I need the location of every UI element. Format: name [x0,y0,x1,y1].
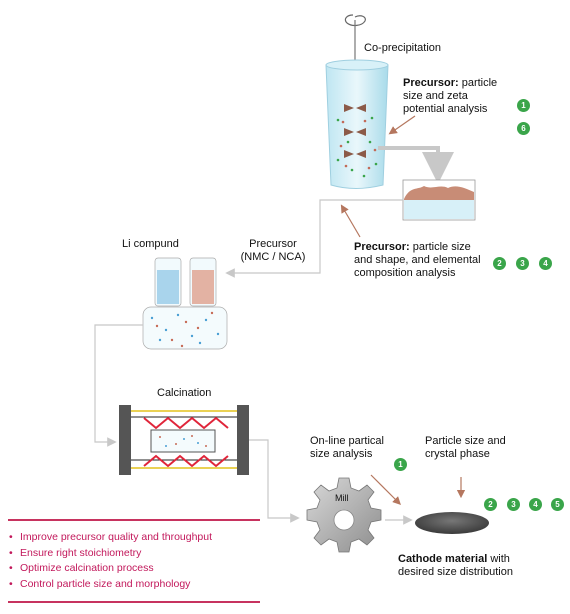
calcination-furnace [119,405,249,475]
badge-final-2: 2 [484,498,497,511]
benefit-item: Control particle size and morphology [9,577,260,593]
arrow-to-settling [378,146,454,184]
mill-label: Mill [335,493,349,503]
badge-mid-3: 3 [516,257,529,270]
mixing-container [142,306,228,350]
pointer-top [388,115,416,135]
particle-text-1: Particle size and [425,435,506,447]
cathode-text-2: desired size distribution [398,566,513,578]
precursor-top-text-3: potential analysis [403,103,488,115]
li-compound-label: Li compund [122,238,179,250]
precursor-nmc-text-1: Precursor [249,238,297,250]
precursor-nmc-text-2: (NMC / NCA) [240,251,306,263]
precursor-nmc-label: Precursor (NMC / NCA) [228,238,318,264]
precursor-mid-text-1: particle size [412,241,471,253]
online-text-1: On-line partical [310,435,384,447]
precursor-mid-text-2: and shape, and elemental [354,254,481,266]
arrow-to-tubes [225,199,403,278]
cathode-bold: Cathode material [398,553,488,565]
test-tubes [154,257,217,307]
precursor-top-bold: Precursor: [403,77,459,89]
calcination-label: Calcination [157,387,212,399]
badge-final-4: 4 [529,498,542,511]
benefit-item: Improve precursor quality and throughput [9,530,260,546]
badge-mid-2: 2 [493,257,506,270]
badge-top-1: 1 [517,99,530,112]
benefits-list: Improve precursor quality and throughput… [8,519,260,603]
online-analysis-label: On-line partical size analysis [310,435,384,461]
cathode-label: Cathode material with desired size distr… [398,553,563,579]
coprecipitation-label: Co-precipitation [364,42,442,54]
badge-final-3: 3 [507,498,520,511]
precursor-top-text-1: particle [461,77,498,89]
badge-mid-4: 4 [539,257,552,270]
precursor-top-label: Precursor: particle size and zeta potent… [403,77,523,116]
benefit-item: Ensure right stoichiometry [9,546,260,562]
pointer-mid [340,204,361,238]
badge-final-5: 5 [551,498,564,511]
precursor-mid-label: Precursor: particle size and shape, and … [354,241,504,280]
precursor-mid-text-3: composition analysis [354,267,456,279]
cathode-text-1: with [490,553,510,565]
particle-size-label: Particle size and crystal phase [425,435,506,461]
badge-top-6: 6 [517,122,530,135]
online-text-2: size analysis [310,448,373,460]
precursor-top-text-2: size and zeta [403,90,468,102]
cathode-powder-pile [415,512,489,534]
precursor-mid-bold: Precursor: [354,241,410,253]
pointer-online [370,474,401,505]
badge-online-1: 1 [394,458,407,471]
reactor-beaker [325,59,389,189]
arrow-to-calcination [94,324,143,447]
settling-tank [402,179,476,221]
benefit-item: Optimize calcination process [9,561,260,577]
arrow-to-mill [249,439,300,523]
particle-text-2: crystal phase [425,448,490,460]
mill-gear [306,477,382,553]
